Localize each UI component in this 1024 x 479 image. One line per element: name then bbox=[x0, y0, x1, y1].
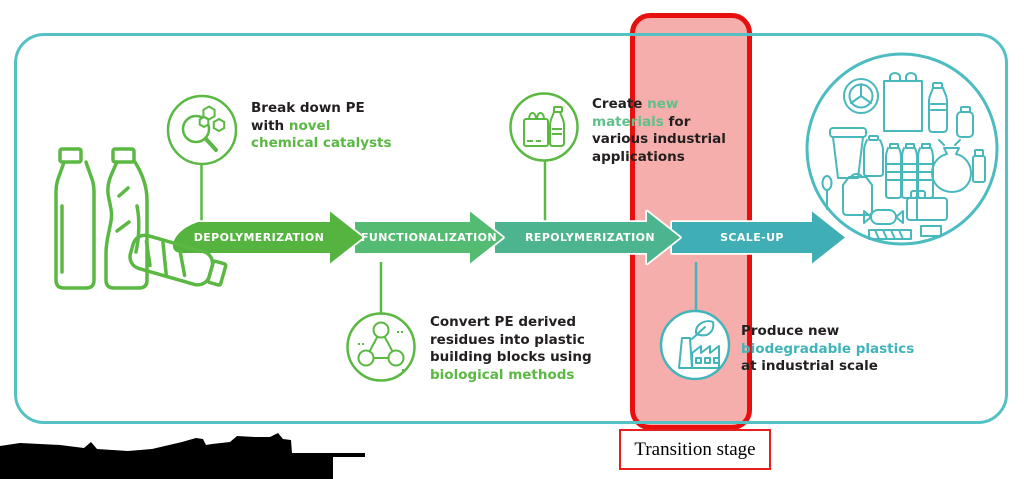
annotation-text: Break down PE bbox=[251, 100, 365, 116]
plastic-products-icon bbox=[805, 52, 999, 246]
annotation-text: Create bbox=[592, 96, 648, 112]
annotation-text: with bbox=[251, 117, 289, 134]
plastic-bottles-icon bbox=[54, 147, 228, 290]
transition-stage-label-box: Transition stage bbox=[619, 429, 771, 470]
annotation-break-down: Break down PE with novel chemical cataly… bbox=[251, 100, 392, 153]
bag-bottle-icon bbox=[509, 92, 579, 162]
arrow-repolymerization bbox=[493, 209, 682, 266]
annotation-text-green: biological methods bbox=[430, 366, 575, 383]
arrow-label-depolymerization: DEPOLYMERIZATION bbox=[193, 231, 325, 244]
annotation-text-mint: materials bbox=[592, 113, 664, 130]
annotation-text-teal: biodegradable plastics bbox=[741, 340, 915, 357]
arrow-functionalization bbox=[353, 209, 505, 266]
annotation-text-green: novel bbox=[288, 117, 331, 134]
arrow-label-functionalization: FUNCTIONALIZATION bbox=[360, 231, 498, 244]
arrow-label-repolymerization: REPOLYMERIZATION bbox=[525, 231, 655, 244]
redacted-caption-blob bbox=[0, 433, 365, 479]
annotation-text: for bbox=[663, 113, 691, 130]
transition-stage-label: Transition stage bbox=[634, 438, 756, 460]
annotation-text: applications bbox=[592, 148, 685, 165]
molecule-circles-icon bbox=[346, 312, 416, 382]
annotation-text: building blocks using bbox=[430, 349, 592, 365]
annotation-text: Convert PE derived bbox=[430, 314, 577, 330]
eco-factory-icon bbox=[659, 309, 731, 381]
annotation-text: Produce new bbox=[741, 323, 840, 339]
annotation-text-mint: new bbox=[647, 96, 679, 112]
magnifier-molecules-icon bbox=[166, 94, 238, 166]
annotation-create: Create new materials for various industr… bbox=[592, 96, 726, 166]
arrow-scale-up bbox=[670, 209, 847, 266]
annotation-text-green: chemical catalysts bbox=[251, 135, 392, 151]
annotation-text: residues into plastic bbox=[430, 331, 585, 348]
annotation-text: at industrial scale bbox=[741, 358, 878, 374]
annotation-produce: Produce new biodegradable plastics at in… bbox=[741, 323, 914, 376]
annotation-convert: Convert PE derived residues into plastic… bbox=[430, 314, 592, 384]
annotation-text: various industrial bbox=[592, 131, 726, 147]
arrow-label-scale-up: SCALE-UP bbox=[720, 231, 784, 244]
